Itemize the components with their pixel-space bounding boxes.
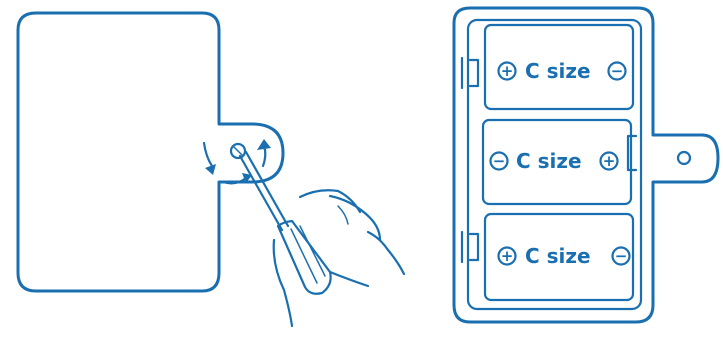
battery-label: C size xyxy=(516,149,582,173)
tab-hole xyxy=(676,150,692,166)
hand-icon xyxy=(272,189,406,328)
battery: + C size − xyxy=(483,212,635,302)
minus-terminal-icon: − xyxy=(611,246,631,266)
svg-text:−: − xyxy=(493,152,506,170)
minus-terminal-icon: − xyxy=(489,151,509,171)
side-clip xyxy=(468,58,480,88)
cover-outline xyxy=(16,11,285,293)
rotate-arrow-icon xyxy=(202,139,271,185)
minus-terminal-icon: − xyxy=(607,61,627,81)
battery-label: C size xyxy=(525,244,591,268)
svg-text:+: + xyxy=(501,247,514,265)
svg-text:+: + xyxy=(603,152,616,170)
plus-terminal-icon: + xyxy=(497,246,517,266)
compartment-outer-shell xyxy=(452,6,720,324)
side-clip xyxy=(468,232,480,262)
battery: + C size − xyxy=(483,23,635,111)
battery-label: C size xyxy=(525,59,591,83)
compartment-inner-wall xyxy=(466,18,643,311)
svg-text:+: + xyxy=(501,62,514,80)
screw-icon xyxy=(229,142,247,160)
battery-compartment: + C size − − C size + xyxy=(452,6,720,324)
svg-text:−: − xyxy=(615,247,628,265)
closed-cover-panel xyxy=(16,11,406,328)
svg-text:−: − xyxy=(611,62,624,80)
plus-terminal-icon: + xyxy=(497,61,517,81)
screwdriver-icon xyxy=(238,150,332,295)
plus-terminal-icon: + xyxy=(599,151,619,171)
battery: − C size + xyxy=(481,118,633,206)
